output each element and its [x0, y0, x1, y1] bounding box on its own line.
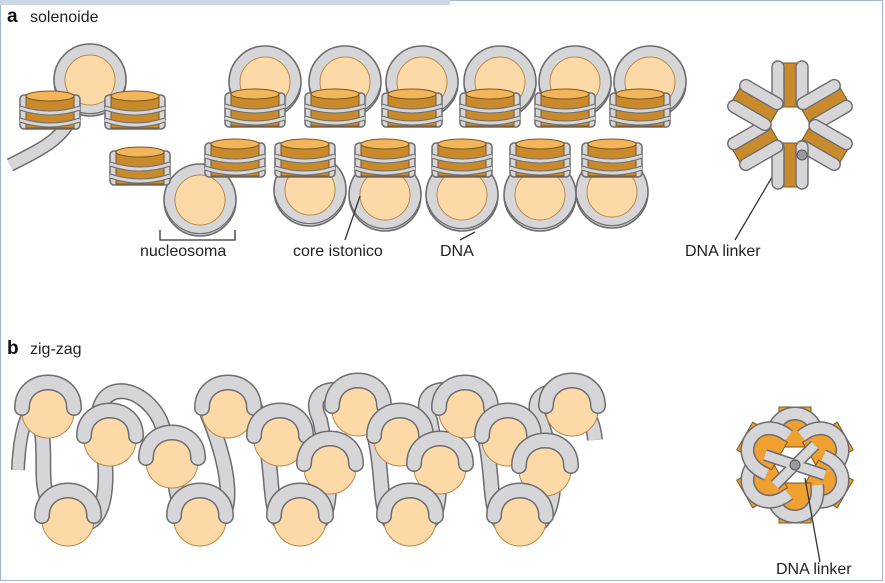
zigzag-fiber	[18, 381, 598, 547]
label-linker-b: DNA linker	[776, 561, 852, 579]
zigzag-end-view	[734, 407, 857, 523]
label-nucleosome: nucleosoma	[140, 243, 226, 261]
solenoid-end-view	[726, 61, 855, 189]
label-linker-a: DNA linker	[685, 243, 761, 261]
label-histone-core: core istonico	[293, 243, 383, 261]
label-dna: DNA	[440, 243, 474, 261]
solenoid-fiber	[10, 44, 686, 236]
